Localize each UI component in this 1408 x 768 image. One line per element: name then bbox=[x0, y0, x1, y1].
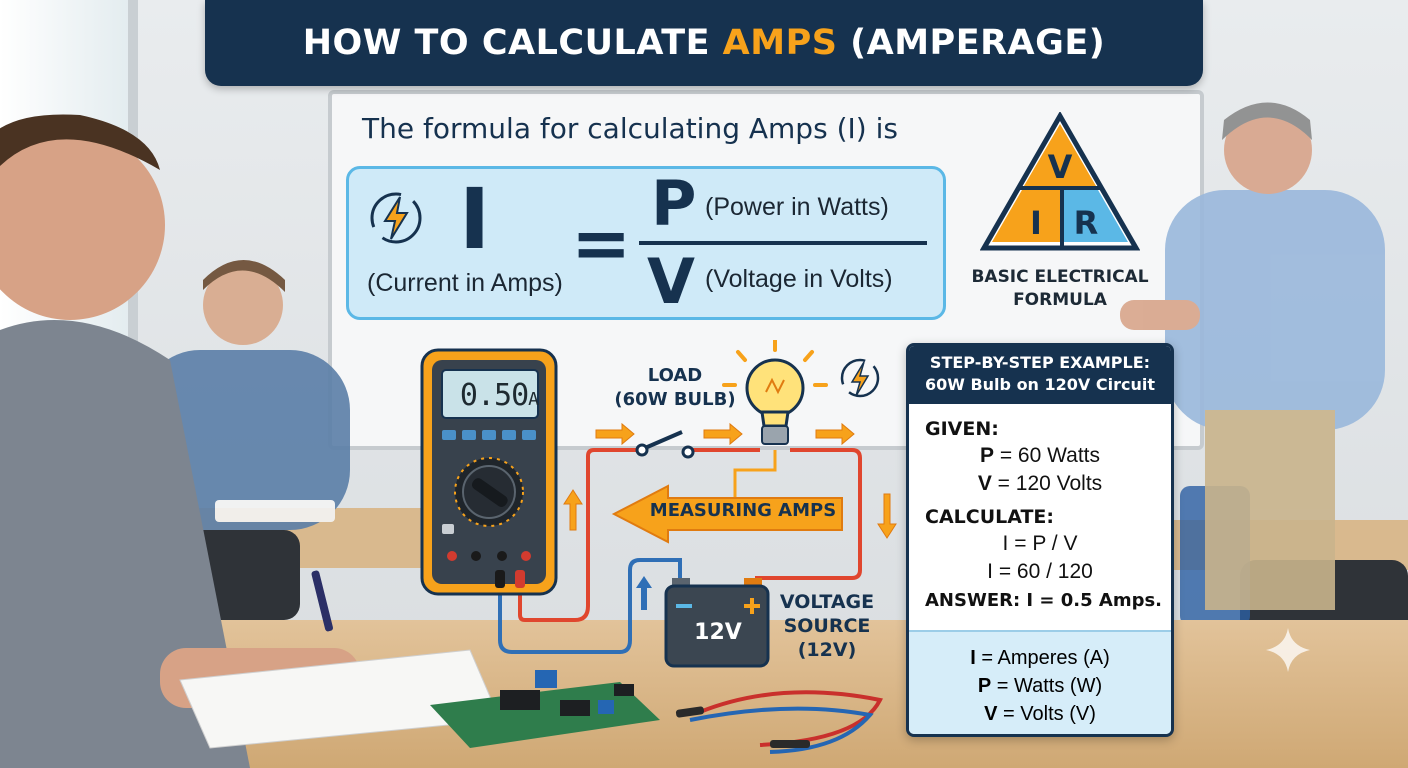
example-card-header: STEP-BY-STEP EXAMPLE: 60W Bulb on 120V C… bbox=[909, 346, 1171, 404]
given-power: P = 60 Watts bbox=[979, 444, 1101, 467]
given-title: GIVEN: bbox=[925, 418, 999, 440]
circuit-board bbox=[430, 670, 660, 748]
fraction-line bbox=[639, 241, 927, 245]
answer: ANSWER: I = 0.5 Amps. bbox=[925, 590, 1163, 611]
triangle-top-cell bbox=[1024, 124, 1096, 186]
legend-watts: P = Watts (W) bbox=[977, 675, 1103, 697]
light-bulb-icon bbox=[722, 340, 828, 445]
example-card-body: GIVEN: P = 60 Watts V = 120 Volts CALCUL… bbox=[909, 404, 1171, 614]
meter-unit: A bbox=[528, 389, 539, 410]
circuit-diagram bbox=[420, 340, 897, 668]
formula-intro: The formula for calculating Amps (I) is bbox=[362, 112, 898, 145]
triangle-right-cell bbox=[1064, 190, 1128, 242]
example-card: STEP-BY-STEP EXAMPLE: 60W Bulb on 120V C… bbox=[906, 343, 1174, 737]
battery-label: 12V bbox=[694, 620, 742, 645]
triangle-v: V bbox=[1048, 148, 1073, 186]
legend-volts: V = Volts (V) bbox=[984, 703, 1096, 725]
calc-line-2: I = 60 / 120 bbox=[987, 560, 1093, 583]
power-symbol: P bbox=[651, 167, 697, 240]
multimeter-icon bbox=[420, 348, 558, 596]
page-title: HOW TO CALCULATE AMPS (AMPERAGE) bbox=[302, 23, 1106, 63]
voltage-label: (Voltage in Volts) bbox=[705, 265, 893, 293]
measuring-arrow bbox=[611, 484, 843, 544]
measuring-label: MEASURING AMPS bbox=[649, 500, 837, 521]
lightning-bolt-icon bbox=[840, 358, 880, 398]
current-symbol: I bbox=[459, 170, 491, 268]
title-highlight: AMPS bbox=[722, 23, 838, 63]
triangle-left-cell bbox=[992, 190, 1060, 242]
triangle-caption: BASIC ELECTRICAL FORMULA bbox=[971, 267, 1149, 310]
lightning-bolt-icon bbox=[370, 192, 422, 244]
legend-amperes: I = Amperes (A) bbox=[970, 647, 1110, 669]
teacher bbox=[1120, 102, 1385, 610]
current-label: (Current in Amps) bbox=[367, 269, 563, 297]
voltage-source-label: VOLTAGE SOURCE (12V) bbox=[779, 591, 875, 661]
front-student bbox=[0, 114, 360, 768]
vir-triangle: V I R bbox=[980, 112, 1140, 251]
switch-icon bbox=[635, 430, 695, 459]
wire-blue bbox=[498, 558, 682, 654]
title-banner: HOW TO CALCULATE AMPS (AMPERAGE) bbox=[205, 0, 1203, 86]
wire-top bbox=[518, 448, 640, 622]
load-label: LOAD (60W BULB) bbox=[614, 365, 736, 410]
calculate-title: CALCULATE: bbox=[925, 506, 1055, 528]
triangle-i: I bbox=[1030, 204, 1042, 242]
triangle-r: R bbox=[1074, 204, 1099, 242]
power-label: (Power in Watts) bbox=[705, 193, 889, 221]
units-legend: I = Amperes (A) P = Watts (W) V = Volts … bbox=[909, 630, 1171, 734]
battery-icon bbox=[664, 578, 770, 668]
given-voltage: V = 120 Volts bbox=[977, 472, 1103, 495]
voltage-symbol: V bbox=[647, 245, 695, 318]
formula-box: I (Current in Amps) = P (Power in Watts)… bbox=[346, 166, 946, 320]
calc-line-1: I = P / V bbox=[1002, 532, 1078, 555]
meter-reading: 0.50A bbox=[459, 378, 539, 413]
equals-sign: = bbox=[571, 201, 632, 285]
